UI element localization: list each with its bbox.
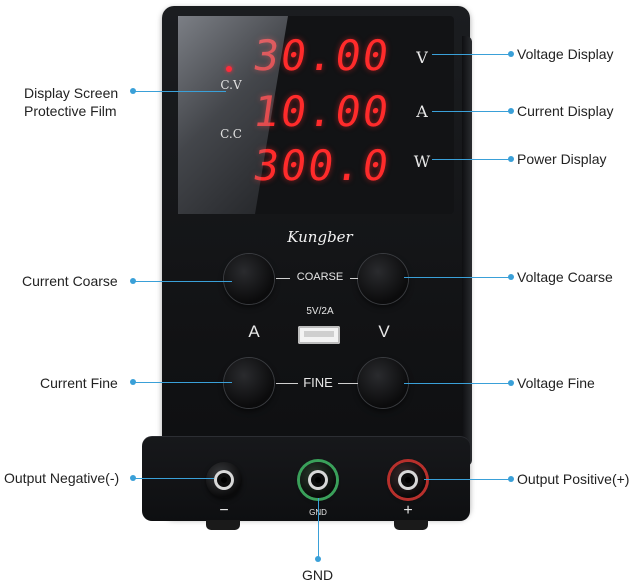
negative-mark: − <box>219 502 229 519</box>
callout-dot-voltage-display <box>508 51 514 57</box>
unit-volt: V <box>416 48 428 67</box>
callout-power-display: Power Display <box>517 151 607 167</box>
gnd-terminal[interactable] <box>300 462 336 498</box>
callout-dot-current-coarse <box>130 278 136 284</box>
positive-mark: + <box>403 502 413 519</box>
callout-dot-power-display <box>508 156 514 162</box>
current-fine-knob[interactable] <box>224 358 274 408</box>
front-foot-left <box>206 520 240 530</box>
fine-label: FINE <box>303 375 333 390</box>
callout-display-film: Display Screen Protective Film <box>24 85 119 119</box>
callout-dot-voltage-coarse <box>508 274 514 280</box>
fine-line-left <box>276 383 298 384</box>
power-readout: 300.0 <box>250 141 394 190</box>
callout-dot-display-film <box>130 88 136 94</box>
callout-current-fine: Current Fine <box>40 375 118 391</box>
cv-indicator-led <box>226 66 232 72</box>
callout-dot-output-positive <box>508 476 514 482</box>
brand-logo: Kungber <box>287 228 353 246</box>
callout-dot-voltage-fine <box>508 380 514 386</box>
mode-cc-label: C.C <box>220 127 242 141</box>
callout-dot-current-display <box>508 108 514 114</box>
callout-line-voltage-coarse <box>404 277 512 278</box>
callout-line-current-coarse <box>134 281 232 282</box>
coarse-label: COARSE <box>296 271 344 283</box>
callout-line-gnd <box>318 498 319 560</box>
callout-line-output-negative <box>134 478 214 479</box>
voltage-coarse-knob[interactable] <box>358 254 408 304</box>
fine-line-right <box>338 383 358 384</box>
mode-cv-label: C.V <box>220 78 242 92</box>
current-letter: A <box>248 322 260 341</box>
callout-gnd: GND <box>302 567 334 583</box>
callout-line-output-positive <box>424 479 512 480</box>
callout-current-display: Current Display <box>517 103 614 119</box>
callout-line-voltage-display <box>432 54 512 55</box>
usb-port <box>298 326 340 344</box>
current-coarse-knob[interactable] <box>224 254 274 304</box>
usb-rating-label: 5V/2A <box>306 306 334 317</box>
callout-dot-output-negative <box>130 475 136 481</box>
callout-output-positive: Output Positive(+) <box>517 471 630 487</box>
callout-output-negative: Output Negative(-) <box>4 470 120 486</box>
callout-voltage-display: Voltage Display <box>517 46 614 62</box>
callout-dot-gnd <box>315 556 321 562</box>
voltage-letter: V <box>378 322 390 341</box>
callout-line-power-display <box>432 159 512 160</box>
unit-watt: W <box>413 152 431 171</box>
coarse-line-right <box>350 278 358 279</box>
callout-line-current-fine <box>134 382 232 383</box>
callout-dot-current-fine <box>130 379 136 385</box>
callout-line-display-film <box>134 91 226 92</box>
callout-voltage-fine: Voltage Fine <box>517 375 595 391</box>
callout-current-coarse: Current Coarse <box>22 273 118 289</box>
callout-voltage-coarse: Voltage Coarse <box>517 269 613 285</box>
unit-amp: A <box>416 102 428 121</box>
callout-line-current-display <box>432 111 512 112</box>
negative-terminal[interactable] <box>206 462 242 498</box>
voltage-fine-knob[interactable] <box>358 358 408 408</box>
device-side-edge <box>462 36 472 466</box>
coarse-line-left <box>276 278 290 279</box>
callout-line-voltage-fine <box>404 383 512 384</box>
front-foot-right <box>394 520 428 530</box>
positive-terminal[interactable] <box>390 462 426 498</box>
